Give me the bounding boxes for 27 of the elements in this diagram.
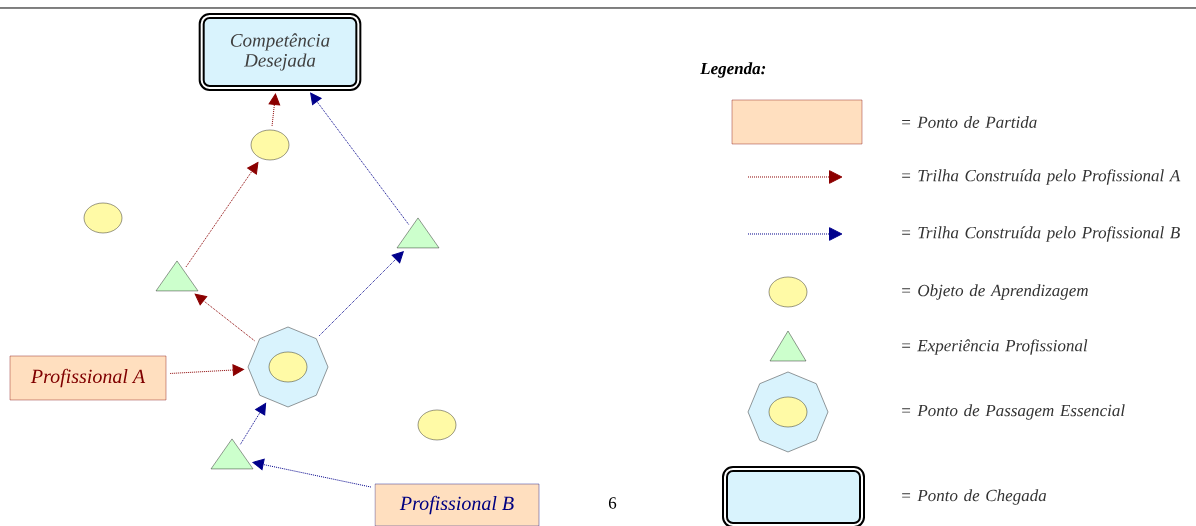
arrow bbox=[194, 293, 255, 342]
start-box: Profissional A bbox=[9, 355, 167, 401]
triangle-symbol bbox=[210, 438, 254, 470]
ellipse-symbol bbox=[268, 351, 308, 383]
legend-text: = Ponto de Chegada bbox=[902, 489, 1047, 505]
arrow bbox=[169, 364, 245, 376]
legend-text: = Ponto de Passagem Essencial bbox=[902, 404, 1125, 420]
legend-text: = Objeto de Aprendizagem bbox=[902, 284, 1088, 300]
start-box: Profissional B bbox=[374, 483, 540, 526]
legend-text: = Trilha Construída pelo Profissional B bbox=[902, 226, 1180, 242]
ellipse-symbol bbox=[83, 202, 123, 234]
arrow bbox=[310, 92, 410, 225]
legend-title: Legenda: bbox=[700, 62, 766, 78]
ellipse-symbol bbox=[250, 129, 290, 161]
legend-text: = Trilha Construída pelo Profissional A bbox=[902, 169, 1181, 185]
legend-text: = Ponto de Partida bbox=[902, 116, 1037, 128]
arrow bbox=[252, 458, 372, 488]
arrow bbox=[268, 93, 281, 127]
arrow bbox=[318, 251, 404, 337]
goal-box: Competência Desejada bbox=[198, 13, 362, 91]
page-number: 6 bbox=[608, 497, 617, 509]
ellipse-symbol bbox=[417, 409, 457, 441]
triangle-symbol bbox=[396, 217, 440, 249]
legend-text: = Experiência Profissional bbox=[902, 339, 1088, 355]
arrow bbox=[239, 402, 267, 445]
arrow bbox=[185, 162, 259, 268]
triangle-symbol bbox=[155, 260, 199, 292]
